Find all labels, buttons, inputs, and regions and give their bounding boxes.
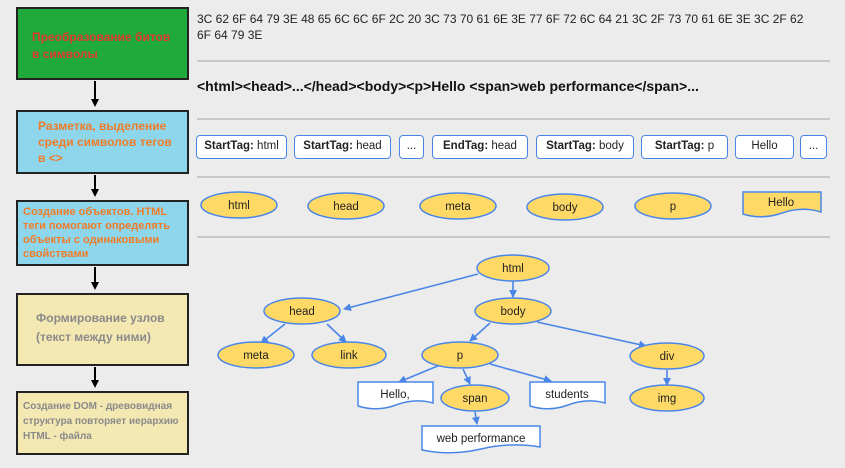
object-label: head — [333, 201, 359, 213]
step-label: Создание объектов. HTML теги помогают оп… — [23, 206, 170, 260]
object-label: html — [228, 200, 250, 212]
object-label: meta — [445, 201, 471, 213]
node-label: students — [545, 389, 589, 401]
token-ellipsis: ... — [399, 135, 424, 159]
tree-node-span: span — [440, 384, 510, 412]
node-label: body — [501, 306, 526, 318]
node-label: Hello, — [380, 389, 409, 401]
tree-node-web-performance-text: web performance — [421, 425, 541, 454]
token-ellipsis: ... — [800, 135, 827, 159]
object-html: html — [200, 191, 278, 219]
token-name: head — [356, 140, 382, 152]
node-label: link — [340, 350, 358, 362]
tree-edge — [326, 323, 347, 343]
object-meta: meta — [419, 192, 497, 220]
tree-edge — [469, 322, 491, 342]
separator — [197, 176, 830, 178]
token-kind: EndTag: — [443, 140, 489, 152]
tree-edge — [462, 368, 471, 385]
tree-edge — [398, 364, 441, 384]
tree-edge — [471, 411, 480, 425]
token-name: Hello — [751, 140, 778, 152]
tree-node-div: div — [629, 342, 705, 370]
node-label: span — [463, 393, 488, 405]
token-name: html — [257, 140, 279, 152]
token-name: ... — [406, 140, 417, 152]
separator — [197, 118, 830, 120]
hex-bytes: 3C 62 6F 64 79 3E 48 65 6C 6C 6F 2C 20 3… — [197, 12, 804, 42]
separator — [197, 236, 830, 238]
step-label: Преобразование битов в символы — [32, 30, 171, 61]
token-kind: StartTag: — [654, 140, 705, 152]
tree-node-img: img — [629, 384, 705, 412]
object-p: p — [634, 192, 712, 220]
object-hello-text: Hello — [742, 191, 822, 218]
token-starttag-head: StartTag: head — [294, 135, 391, 159]
tree-edge — [343, 273, 479, 312]
token-text-hello: Hello — [735, 135, 794, 159]
tree-node-link: link — [311, 341, 387, 369]
token-kind: StartTag: — [546, 140, 596, 152]
tree-node-body: body — [474, 297, 552, 325]
tree-node-students-text: students — [529, 381, 606, 410]
token-name: ... — [808, 140, 819, 152]
token-starttag-p: StartTag: p — [641, 135, 728, 159]
step-label: Создание DOM - древовидная структура пов… — [23, 401, 179, 442]
object-head: head — [307, 192, 385, 220]
node-label: div — [660, 351, 675, 363]
node-label: html — [502, 263, 524, 275]
token-starttag-html: StartTag: html — [196, 135, 287, 159]
node-label: p — [457, 350, 463, 362]
node-label: meta — [243, 350, 269, 362]
token-kind: StartTag: — [303, 140, 353, 152]
node-label: web performance — [436, 433, 526, 445]
tree-node-hello-text: Hello, — [357, 381, 434, 410]
token-name: p — [707, 140, 715, 152]
token-name: head — [491, 140, 517, 152]
node-label: img — [658, 393, 677, 405]
node-label: head — [289, 306, 315, 318]
object-label: body — [553, 202, 578, 214]
step-dom-creation: Создание DOM - древовидная структура пов… — [16, 391, 189, 455]
step-object-creation: Создание объектов. HTML теги помогают оп… — [16, 200, 189, 266]
html-source: <html><head>...</head><body><p>Hello <sp… — [197, 78, 699, 94]
object-body: body — [526, 193, 604, 221]
object-label: Hello — [768, 197, 794, 209]
step-bits-to-chars: Преобразование битов в символы — [16, 7, 189, 80]
token-name: body — [598, 140, 624, 152]
token-kind: StartTag: — [204, 140, 254, 152]
tree-edge — [536, 321, 647, 349]
tree-edge — [489, 363, 552, 383]
object-label: p — [670, 201, 676, 213]
step-node-formation: Формирование узлов (текст между ними) — [16, 293, 189, 366]
token-starttag-body: StartTag: body — [536, 135, 634, 159]
step-label: Разметка, выделение среди символов тегов… — [38, 119, 172, 165]
tree-node-head: head — [263, 297, 341, 325]
step-tokenization: Разметка, выделение среди символов тегов… — [16, 110, 189, 174]
tree-node-html: html — [476, 254, 550, 282]
token-endtag-head: EndTag: head — [432, 135, 528, 159]
separator — [197, 60, 830, 62]
step-label: Формирование узлов (текст между ними) — [36, 311, 165, 344]
tree-node-meta: meta — [217, 341, 295, 369]
tree-node-p: p — [421, 341, 499, 369]
tree-edge — [260, 323, 286, 344]
